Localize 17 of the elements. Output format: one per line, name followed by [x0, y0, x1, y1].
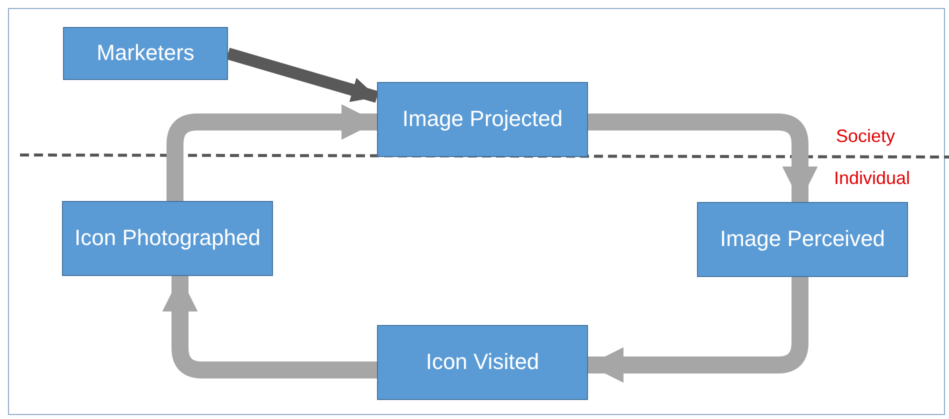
arrow — [588, 114, 818, 202]
box-label: Icon Photographed — [74, 224, 262, 252]
process-box — [377, 325, 588, 400]
arrow — [166, 104, 377, 201]
box-label: Image Projected — [401, 105, 564, 134]
box-label: Marketers — [96, 39, 196, 68]
box-label: Icon Visited — [424, 348, 540, 376]
process-box — [377, 82, 588, 157]
arrow — [588, 277, 808, 383]
process-box — [697, 202, 908, 277]
process-box — [62, 201, 273, 276]
arrow — [226, 48, 379, 103]
process-box — [63, 27, 228, 80]
box-label: Image Perceived — [718, 225, 886, 254]
region-label: Individual — [834, 168, 910, 189]
arrow — [162, 276, 377, 378]
region-label: Society — [836, 126, 896, 147]
